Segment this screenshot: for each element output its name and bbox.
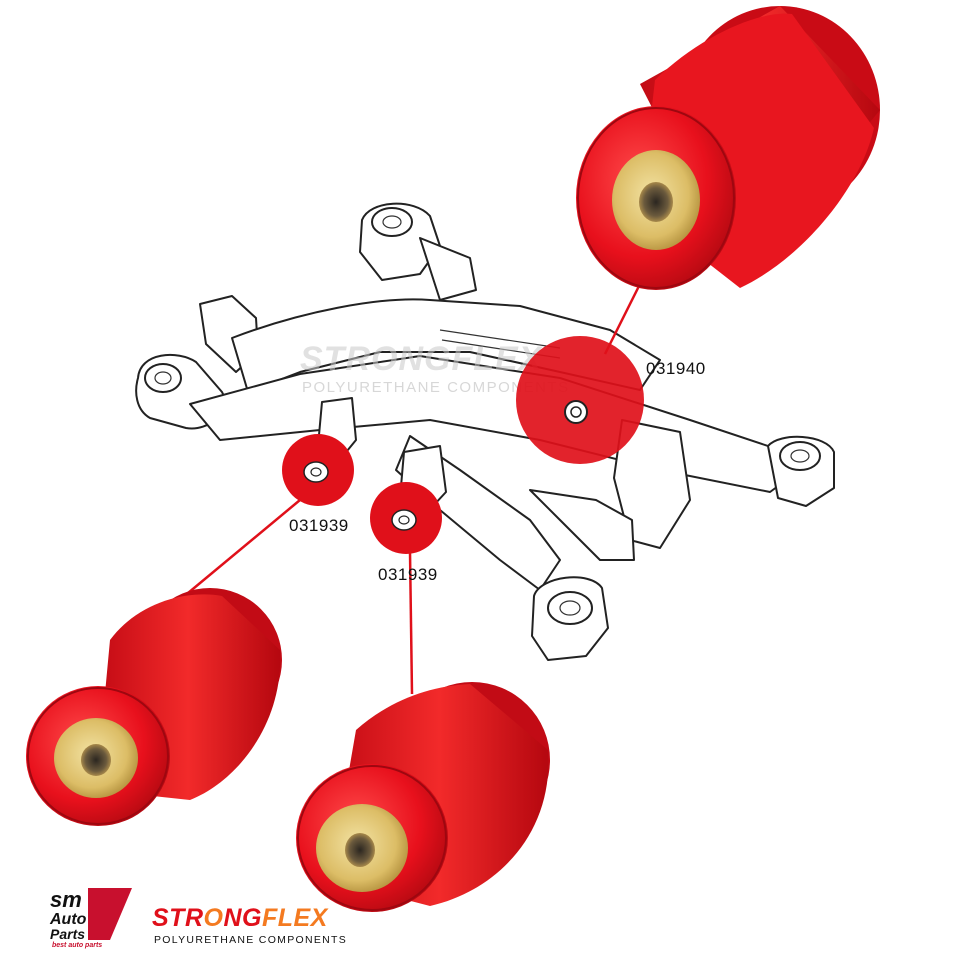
part-label-031939-center: 031939 xyxy=(378,565,438,584)
leader-line-031939-center xyxy=(408,551,414,695)
callout-031940-marker xyxy=(516,336,644,464)
bushing-left-icon xyxy=(26,588,282,826)
part-label-031939-left: 031939 xyxy=(289,516,349,535)
sm-auto-parts-logo: sm Auto Parts best auto parts xyxy=(49,887,132,949)
svg-text:sm: sm xyxy=(50,887,82,912)
strongflex-watermark: STRONGFLEX POLYURETHANE COMPONENTS xyxy=(300,340,570,396)
leader-line-031939-left xyxy=(169,499,301,609)
svg-text:Parts: Parts xyxy=(50,926,85,942)
watermark-tagline: POLYURETHANE COMPONENTS xyxy=(302,379,570,396)
svg-text:best auto parts: best auto parts xyxy=(52,942,102,949)
bushing-bottom-icon xyxy=(296,682,550,912)
part-label-031940: 031940 xyxy=(646,359,706,378)
strongflex-tagline: POLYURETHANE COMPONENTS xyxy=(154,934,347,946)
bushing-large-icon xyxy=(576,6,880,290)
svg-text:Auto: Auto xyxy=(49,911,87,928)
watermark-brand: STRONGFLEX xyxy=(300,340,544,378)
callout-031939-center-marker xyxy=(370,482,442,554)
callout-031939-left-marker xyxy=(282,434,354,506)
svg-text:STRONGFLEX: STRONGFLEX xyxy=(152,904,329,932)
subframe-drawing xyxy=(135,202,835,661)
strongflex-logo: STRONGFLEX POLYURETHANE COMPONENTS xyxy=(152,904,347,946)
